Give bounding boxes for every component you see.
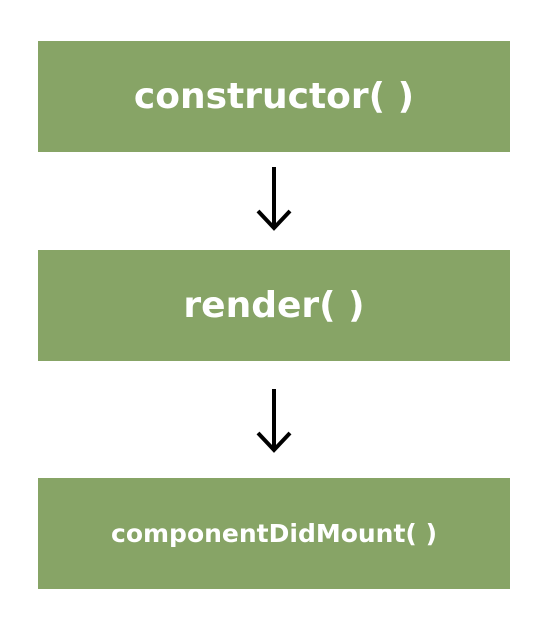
step-componentdidmount-box: componentDidMount( )	[38, 478, 510, 589]
step-componentdidmount-label: componentDidMount( )	[111, 519, 437, 548]
step-render-box: render( )	[38, 250, 510, 361]
arrow-down-icon	[256, 389, 292, 453]
step-render-label: render( )	[183, 285, 365, 326]
arrow-down-icon	[256, 167, 292, 231]
step-constructor-label: constructor( )	[133, 76, 415, 117]
step-constructor-box: constructor( )	[38, 41, 510, 152]
